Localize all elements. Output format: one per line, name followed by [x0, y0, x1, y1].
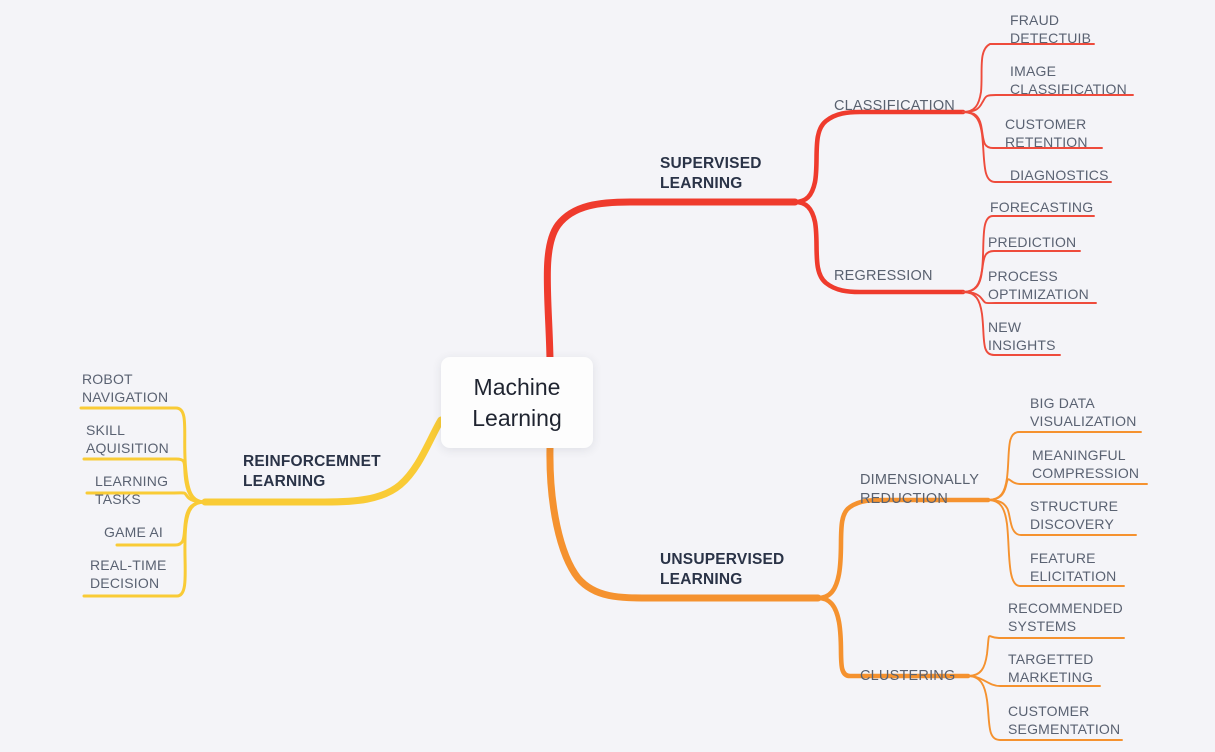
leaf-label-recommended-systems[interactable]: RECOMMENDED SYSTEMS — [1008, 600, 1123, 635]
leaf-wire-meaningful-compression — [987, 478, 1148, 501]
leaf-label-forecasting[interactable]: FORECASTING — [990, 199, 1094, 215]
leaf-wire-feature-elicitation — [987, 499, 1125, 587]
branch-label-supervised-learning[interactable]: SUPERVISED LEARNING — [660, 155, 762, 193]
leaf-label-structure-discovery[interactable]: STRUCTURE DISCOVERY — [1030, 498, 1119, 533]
leaf-wire-fraud-detection — [962, 43, 1095, 113]
leaf-wire-real-time-decision — [82, 500, 207, 598]
leaf-wire-process-optimization — [962, 291, 1097, 305]
branch-clustering — [815, 595, 971, 679]
leaf-label-robot-navigation[interactable]: ROBOT NAVIGATION — [82, 371, 169, 406]
leaf-label-diagnostics[interactable]: DIAGNOSTICS — [1010, 167, 1109, 183]
node-label-clustering[interactable]: CLUSTERING — [860, 668, 956, 684]
leaf-label-big-data-visualization[interactable]: BIG DATA VISUALIZATION — [1030, 395, 1137, 430]
leaf-label-fraud-detection[interactable]: FRAUD DETECTUIB — [1010, 12, 1092, 47]
leaf-wire-learning-tasks — [85, 491, 207, 504]
leaf-label-process-optimization[interactable]: PROCESS OPTIMIZATION — [988, 268, 1089, 303]
leaf-label-game-ai[interactable]: GAME AI — [104, 524, 163, 540]
node-label-classification[interactable]: CLASSIFICATION — [834, 98, 955, 114]
leaf-wire-image-classification — [962, 94, 1134, 113]
branch-dimensionally-reduction — [815, 497, 991, 601]
branch-classification — [792, 109, 966, 205]
leaf-label-meaningful-compression[interactable]: MEANINGFUL COMPRESSION — [1032, 447, 1140, 482]
leaf-label-customer-retention[interactable]: CUSTOMER RETENTION — [1005, 116, 1088, 151]
leaf-label-customer-segmentation[interactable]: CUSTOMER SEGMENTATION — [1008, 703, 1121, 738]
branch-regression — [792, 199, 966, 295]
branch-label-reinforcement-learning[interactable]: REINFORCEMNET LEARNING — [243, 453, 381, 491]
leaf-label-targetted-marketing[interactable]: TARGETTED MARKETING — [1008, 651, 1094, 686]
node-label-regression[interactable]: REGRESSION — [834, 268, 933, 284]
trunk-supervised — [543, 198, 799, 364]
leaf-wire-customer-segmentation — [967, 675, 1123, 741]
branch-label-unsupervised-learning[interactable]: UNSUPERVISED LEARNING — [660, 551, 785, 589]
leaf-label-learning-tasks[interactable]: LEARNING TASKS — [95, 473, 169, 508]
root-node-label: Machine Learning — [472, 374, 562, 431]
leaf-wire-prediction — [962, 250, 1081, 293]
leaf-label-new-insights[interactable]: NEW INSIGHTS — [988, 319, 1056, 354]
trunk-unsupervised — [546, 444, 822, 602]
node-label-dimensionally-reduction[interactable]: DIMENSIONALLY REDUCTION — [860, 472, 980, 508]
root-node[interactable]: Machine Learning — [441, 357, 593, 448]
leaf-label-real-time-decision[interactable]: REAL-TIME DECISION — [90, 557, 167, 592]
leaf-label-prediction[interactable]: PREDICTION — [988, 234, 1077, 250]
trunk-reinforcement — [201, 416, 445, 506]
leaf-label-skill-aquisition[interactable]: SKILL AQUISITION — [86, 422, 169, 457]
leaf-label-image-classification[interactable]: IMAGE CLASSIFICATION — [1010, 63, 1127, 98]
leaf-wire-recommended-systems — [967, 635, 1125, 677]
leaf-wire-structure-discovery — [987, 499, 1137, 536]
leaf-wire-diagnostics — [962, 111, 1112, 183]
leaf-wire-new-insights — [962, 291, 1061, 356]
leaf-label-feature-elicitation[interactable]: FEATURE ELICITATION — [1030, 550, 1117, 585]
